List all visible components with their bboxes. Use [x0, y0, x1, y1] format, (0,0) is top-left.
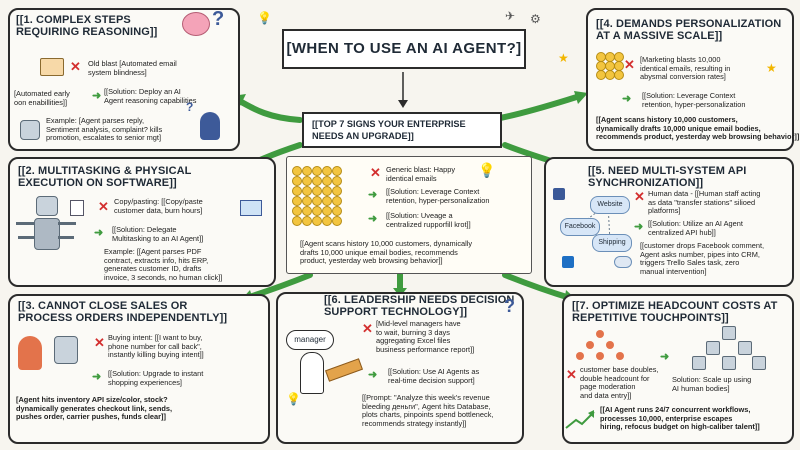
star-icon: ★: [558, 51, 569, 65]
faces-grid: [292, 166, 352, 230]
facebook-logo-icon: [553, 188, 565, 200]
center-solution1: [[Solution: Leverage Context retention, …: [386, 187, 490, 205]
center-problem: Generic blast: Happy identical emails: [386, 165, 456, 183]
sign4-example: [[Agent scans history 10,000 customers, …: [596, 115, 800, 142]
solution-arrow-icon: ➜: [368, 369, 378, 381]
problem-x-icon: ✕: [94, 335, 105, 350]
sign3-panel: [8, 294, 270, 444]
sign3-solution: [[Solution: Upgrade to instant shopping …: [108, 369, 204, 387]
sign4-solution: [[Solution: Leverage Context retention, …: [642, 91, 746, 109]
center-solution2: [[Solution: Uveage a centralized rupporf…: [386, 211, 471, 229]
sign5-title: [[5. NEED MULTI-SYSTEM API SYNCHRONIZATI…: [588, 165, 747, 189]
problem-x-icon: ✕: [362, 321, 373, 336]
solution-arrow-icon: ➜: [660, 351, 670, 363]
star-icon: ★: [766, 61, 777, 75]
solution-arrow-icon: ➜: [368, 189, 378, 201]
sign7-example: [[AI Agent runs 24/7 concurrent workflow…: [600, 405, 760, 432]
question-mark-icon: ?: [504, 296, 515, 316]
manager-speech-bubble: manager: [286, 330, 334, 350]
robot-icon: [54, 336, 78, 364]
manager-person-icon: [300, 352, 324, 394]
solution-arrow-icon: ➜: [634, 221, 644, 233]
sign1-left-note: [Automated early oon enabillities]]: [14, 89, 70, 107]
solution-arrow-icon: ➜: [94, 227, 104, 239]
lightbulb-icon: 💡: [478, 162, 496, 178]
paper-plane-icon: ✈: [505, 9, 516, 23]
problem-x-icon: ✕: [70, 59, 81, 74]
spreadsheet-icon: [240, 200, 262, 216]
arrow-to-sign4: [497, 93, 583, 121]
solution-arrow-icon: ➜: [368, 213, 378, 225]
problem-x-icon: ✕: [566, 367, 577, 382]
question-mark-icon: ?: [212, 8, 225, 30]
sign4-problem: [Marketing blasts 10,000 identical email…: [640, 55, 731, 82]
problem-x-icon: ✕: [98, 199, 109, 214]
sign3-problem: Buying intent: [[I want to buy, phone nu…: [108, 333, 204, 360]
sign4-title: [[4. DEMANDS PERSONALIZATION AT A MASSIV…: [596, 18, 782, 42]
document-icon: [70, 200, 84, 216]
node-shipping: Shipping: [592, 234, 632, 252]
brain-icon: [182, 12, 210, 36]
solution-arrow-icon: ➜: [622, 93, 632, 105]
sign7-title: [[7. OPTIMIZE HEADCOUNT COSTS AT REPETIT…: [572, 300, 778, 324]
person-icon: [200, 112, 220, 140]
sign1-problem: Old blast [Automated email system blindn…: [88, 59, 177, 77]
center-example: [[Agent scans history 10,000 customers, …: [300, 239, 473, 266]
problem-x-icon: ✕: [370, 165, 381, 180]
lightbulb-icon: 💡: [286, 392, 301, 406]
lightbulb-icon: 💡: [257, 11, 272, 25]
arrow-to-sign1: [235, 97, 303, 123]
solution-arrow-icon: ➜: [92, 90, 102, 102]
sign5-example: [[customer drops Facebook comment, Agent…: [640, 241, 765, 276]
page-subtitle: [[TOP 7 SIGNS YOUR ENTERPRISE NEEDS AN U…: [302, 112, 502, 148]
growth-arrow-icon: [565, 410, 595, 429]
robot-team-icon: [692, 326, 772, 370]
node-website: Website: [590, 196, 630, 214]
gear-icon: ⚙: [530, 12, 541, 26]
sign1-title: [[1. COMPLEX STEPS REQUIRING REASONING]]: [16, 14, 158, 38]
trello-logo-icon: [562, 256, 574, 268]
sign3-title: [[3. CANNOT CLOSE SALES OR PROCESS ORDER…: [18, 300, 228, 324]
node-facebook: Facebook: [560, 218, 600, 236]
sign1-solution: [[Solution: Deploy an AI Agent reasoning…: [104, 87, 197, 105]
frustrated-person-icon: [18, 336, 42, 370]
sign3-example: [Agent hits inventory API size/color, st…: [16, 395, 173, 422]
question-mark-icon: ?: [186, 100, 194, 114]
sign1-example: Example: [Agent parses reply, Sentiment …: [46, 116, 163, 143]
human-team-pyramid-icon: [576, 330, 626, 364]
robot-icon: [20, 120, 40, 140]
cloud-icon: [614, 256, 632, 268]
sign7-problem: customer base doubles, double headcount …: [580, 365, 659, 400]
sign6-example: [[Prompt: "Analyze this week's revenue b…: [362, 393, 494, 428]
problem-x-icon: ✕: [624, 57, 635, 72]
multi-arm-robot-icon: [16, 196, 76, 266]
solution-arrow-icon: ➜: [92, 371, 102, 383]
problem-x-icon: ✕: [634, 189, 645, 204]
sign6-title: [[6. LEADERSHIP NEEDS DECISION SUPPORT T…: [324, 294, 515, 318]
sign5-problem: Human data - [[Human staff acting as dat…: [648, 189, 761, 216]
sign2-problem: Copy/pasting: [[Copy/paste customer data…: [114, 197, 203, 215]
sign2-example: Example: [[Agent parses PDF contract, ex…: [104, 247, 223, 282]
sign6-problem: [Mid-level managers have to wait, burnin…: [376, 319, 475, 354]
sign7-solution: Solution: Scale up using AI human bodies…: [672, 375, 752, 393]
sign6-solution: [[Solution: Use AI Agents as real-time d…: [388, 367, 480, 385]
sign2-title: [[2. MULTITASKING & PHYSICAL EXECUTION O…: [18, 165, 192, 189]
sign5-solution: [[Solution: Utilize an AI Agent centrali…: [648, 219, 743, 237]
page-title: [WHEN TO USE AN AI AGENT?]: [282, 29, 526, 69]
sign2-solution: [[Solution: Delegate Multitasking to an …: [112, 225, 204, 243]
crowd-faces-icon: [596, 52, 624, 80]
email-icon: [40, 58, 64, 76]
